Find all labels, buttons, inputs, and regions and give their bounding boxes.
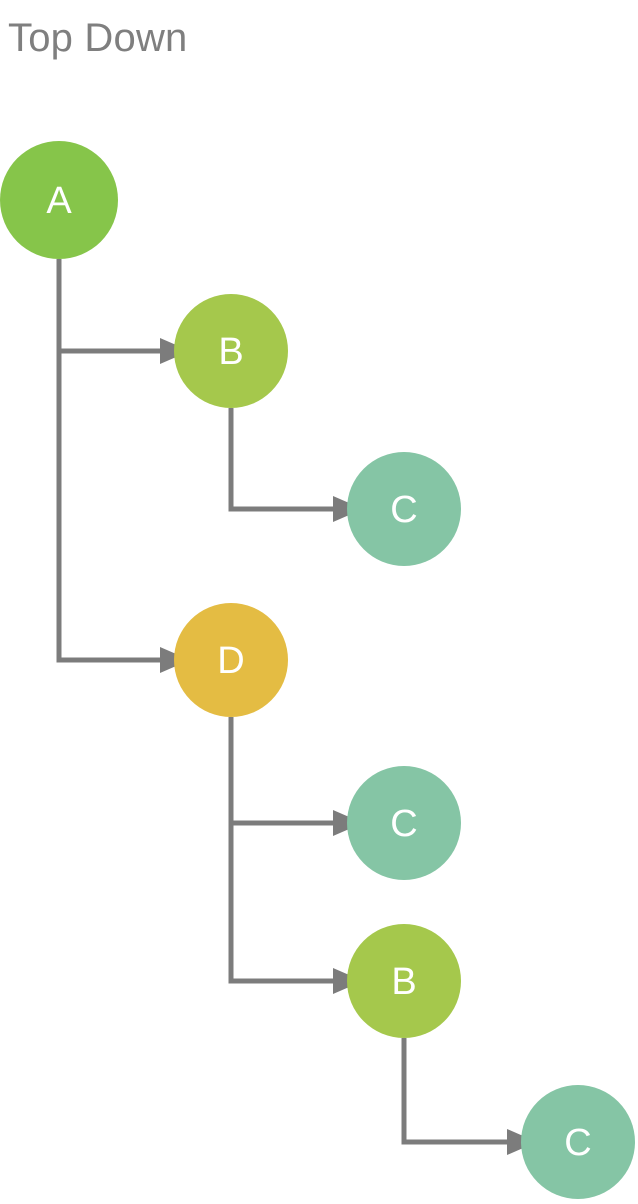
node-layer: A B C D C B C [0, 141, 635, 1199]
node-shape-d[interactable] [174, 603, 288, 717]
node-shape-c1[interactable] [347, 452, 461, 566]
edge-b2-c3 [401, 1038, 507, 1145]
node-d[interactable]: D [174, 603, 288, 717]
node-shape-b2[interactable] [347, 924, 461, 1038]
node-c1[interactable]: C [347, 452, 461, 566]
arrowhead-layer [160, 338, 537, 1155]
node-shape-a[interactable] [0, 141, 118, 259]
node-label-c3: C [564, 1122, 591, 1164]
node-b1[interactable]: B [174, 294, 288, 408]
node-label-c1: C [390, 489, 417, 531]
node-label-d: D [217, 640, 244, 682]
diagram-title: Top Down [8, 16, 188, 60]
node-b2[interactable]: B [347, 924, 461, 1038]
node-label-c2: C [390, 803, 417, 845]
edge-d-b2 [228, 717, 333, 984]
node-a[interactable]: A [0, 141, 118, 259]
edge-b1-c1 [228, 408, 333, 512]
node-label-a: A [46, 180, 72, 222]
edge-a-b1 [56, 259, 160, 354]
node-shape-c2[interactable] [347, 766, 461, 880]
node-label-b1: B [218, 331, 243, 373]
node-label-b2: B [391, 961, 416, 1003]
node-c3[interactable]: C [521, 1085, 635, 1199]
edge-layer [56, 259, 507, 1145]
edge-d-c2 [228, 717, 333, 826]
node-shape-c3[interactable] [521, 1085, 635, 1199]
node-c2[interactable]: C [347, 766, 461, 880]
edge-a-d [56, 259, 160, 663]
node-shape-b1[interactable] [174, 294, 288, 408]
